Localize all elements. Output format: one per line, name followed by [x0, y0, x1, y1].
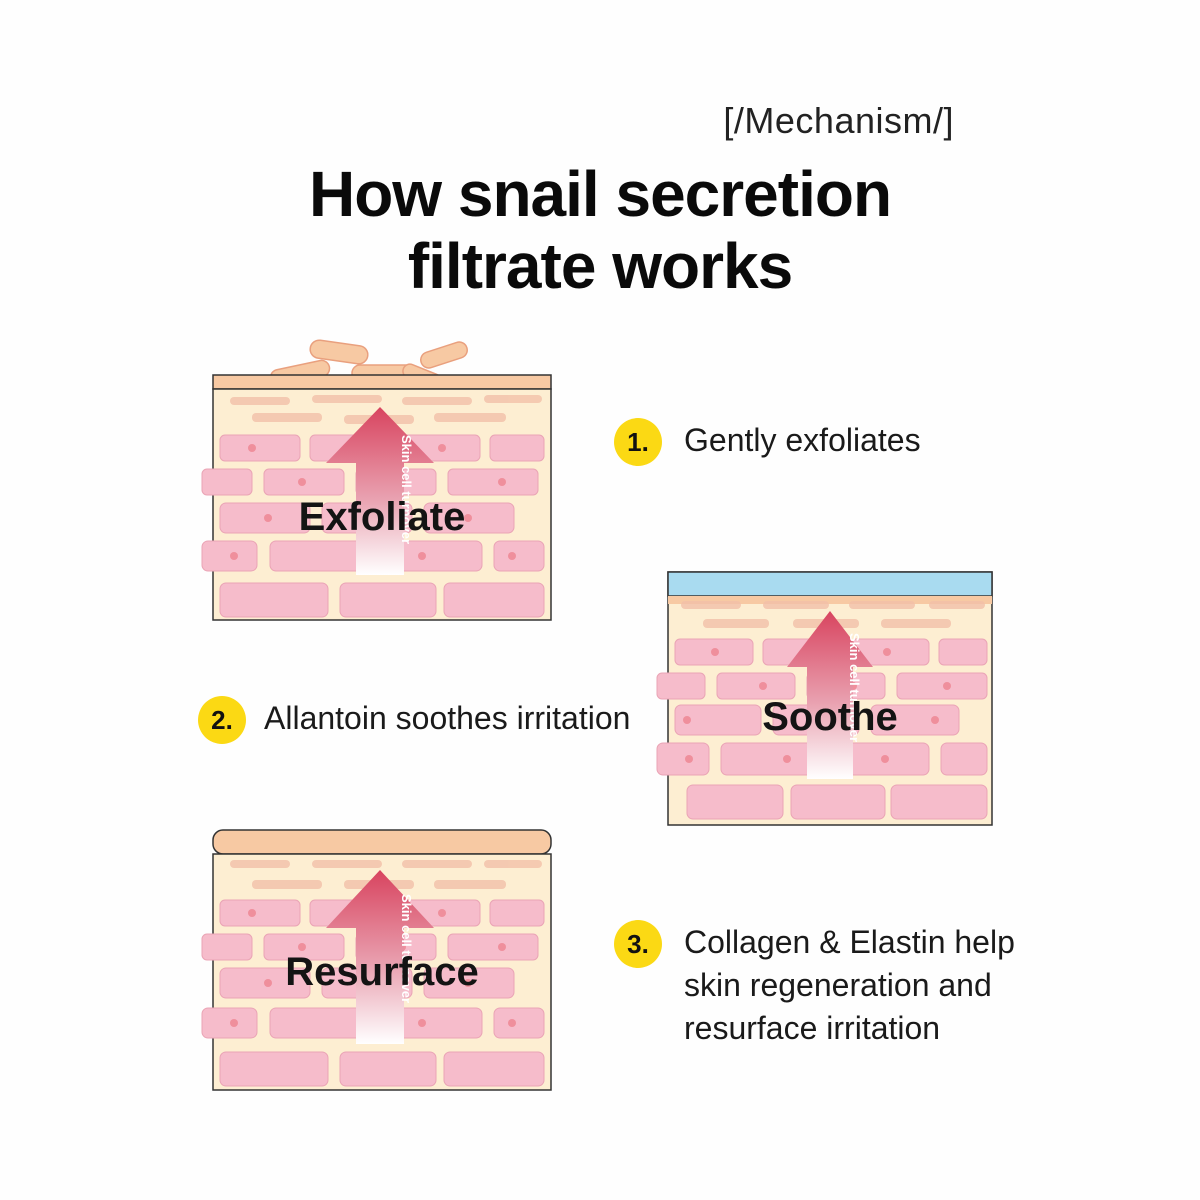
soothe-diagram: Skin cell turnover Soothe [656, 571, 993, 827]
cell-turnover-arrow [787, 611, 873, 779]
step-1-badge: 1. [614, 418, 662, 466]
resurface-diagram: Skin cell turnover Resurface [201, 828, 552, 1094]
step-2-badge: 2. [198, 696, 246, 744]
step-3: 3. Collagen & Elastin help skin regenera… [614, 920, 1015, 1050]
exfoliate-label: Exfoliate [298, 495, 466, 539]
arrow-caption: Skin cell turnover [399, 435, 414, 544]
step-3-line-1: Collagen & Elastin help [684, 924, 1015, 960]
title-line-2: filtrate works [407, 230, 793, 302]
step-1-line-1: Gently exfoliates [684, 422, 921, 458]
soothe-label: Soothe [762, 695, 898, 739]
title-line-1: How snail secretion [308, 158, 892, 230]
step-3-line-3: resurface irritation [684, 1010, 941, 1046]
exfoliate-diagram: Skin cell turnover Exfoliate [201, 335, 552, 625]
hydration-layer [667, 571, 993, 597]
stratum-corneum-layer [212, 374, 552, 390]
step-2-line-1: Allantoin soothes irritation [264, 700, 631, 736]
step-3-line-2: skin regeneration and [684, 967, 992, 1003]
arrow-caption: Skin cell turnover [847, 633, 862, 742]
resurface-label: Resurface [285, 950, 479, 994]
soothe-skin-illustration: Skin cell turnover [656, 571, 993, 826]
step-3-text: Collagen & Elastin help skin regeneratio… [684, 921, 1015, 1050]
resurface-skin-illustration: Skin cell turnover [201, 829, 552, 1091]
cell-turnover-arrow [326, 407, 434, 575]
arrow-caption: Skin cell turnover [399, 894, 414, 1003]
page-title: How snail secretion filtrate works [0, 158, 1200, 302]
step-1: 1. Gently exfoliates [614, 418, 921, 466]
step-2: 2. Allantoin soothes irritation [198, 696, 630, 744]
step-1-text: Gently exfoliates [684, 419, 921, 462]
exfoliate-skin-illustration: Skin cell turnover [201, 339, 552, 621]
smooth-top-layer [212, 829, 552, 855]
cell-turnover-arrow [326, 870, 434, 1044]
mechanism-tag: [/Mechanism/] [723, 100, 954, 141]
step-2-text: Allantoin soothes irritation [264, 697, 630, 740]
step-3-badge: 3. [614, 920, 662, 968]
